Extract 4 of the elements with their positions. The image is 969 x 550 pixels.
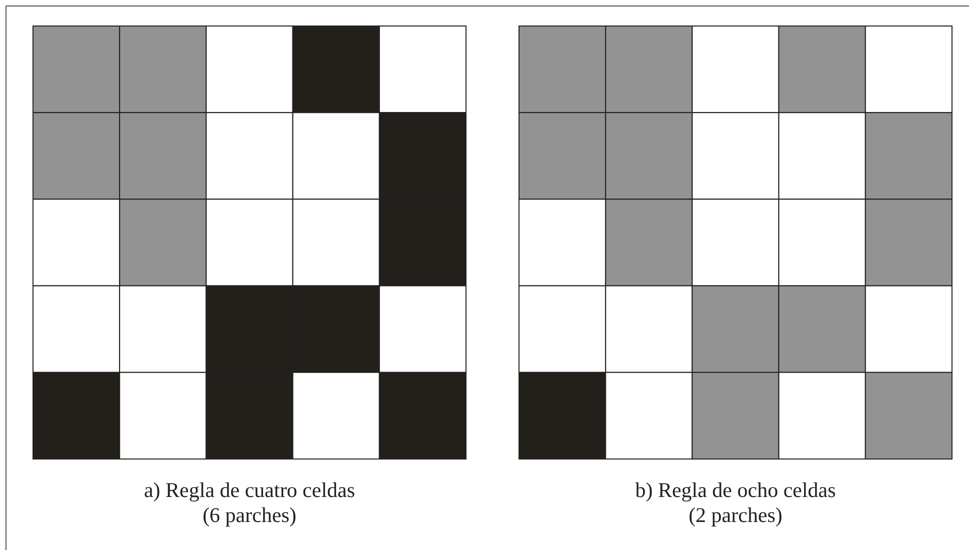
caption-note: (2 parches): [688, 503, 784, 527]
caption-note: (6 parches): [202, 503, 298, 527]
caption: a) Regla de cuatro celdas: [142, 478, 356, 502]
caption: b) Regla de ocho celdas: [634, 478, 837, 502]
